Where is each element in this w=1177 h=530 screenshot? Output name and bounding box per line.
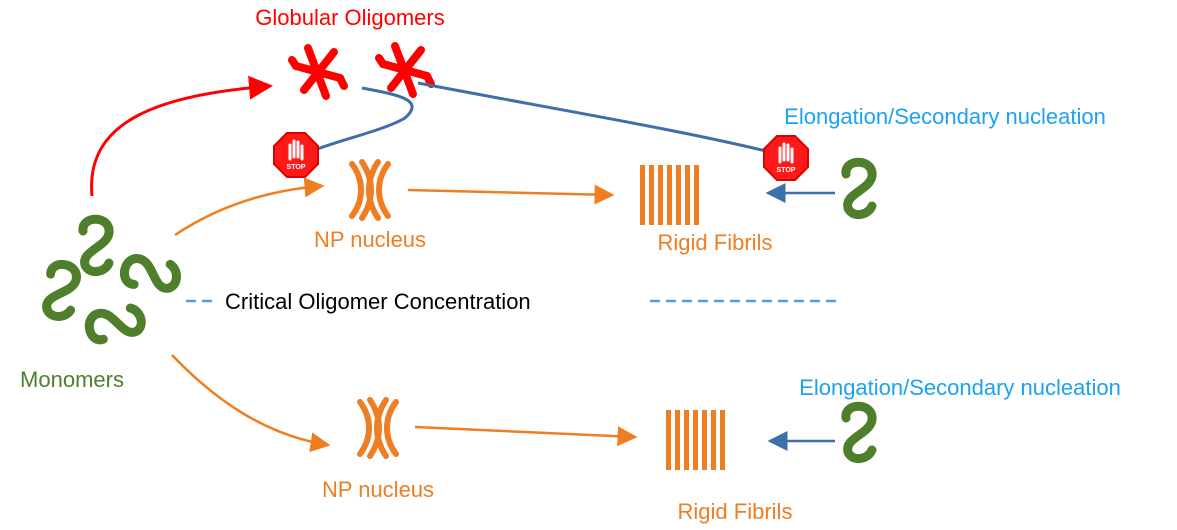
growth-arrow [407,184,615,205]
inhibition-line [314,86,414,152]
stop-sign-text: STOP [287,164,306,171]
np-nucleus-icon [352,162,388,218]
critical-concentration-label: Critical Oligomer Concentration [225,289,531,314]
growth-arrow [414,425,638,447]
nucleation-arrow [171,354,331,453]
np-nucleus-icon [360,400,396,456]
oligomerization-arrow [90,75,273,197]
globular-oligomer-icon [379,46,431,94]
monomers-label: Monomers [20,367,124,392]
inhibition-line [417,81,771,154]
stop-sign-text: STOP [777,167,796,174]
np-nucleus-label: NP nucleus [314,227,426,252]
rigid-fibrils-icon [666,410,725,470]
np-nucleus-label: NP nucleus [322,477,434,502]
monomers-cluster-icon [43,219,178,341]
monomer-icon [846,406,872,458]
globular-oligomers-title: Globular Oligomers [255,5,445,30]
rigid-fibrils-label: Rigid Fibrils [658,230,773,255]
nucleation-arrow [174,177,325,237]
stop-sign-icon: STOP [762,134,810,182]
rigid-fibrils-label: Rigid Fibrils [678,499,793,524]
globular-oligomer-icon [292,48,344,96]
monomer-icon [846,162,872,214]
elongation-label: Elongation/Secondary nucleation [799,375,1121,400]
elongation-label: Elongation/Secondary nucleation [784,104,1106,129]
rigid-fibrils-icon [640,165,699,225]
stop-sign-icon: STOP [272,131,320,179]
